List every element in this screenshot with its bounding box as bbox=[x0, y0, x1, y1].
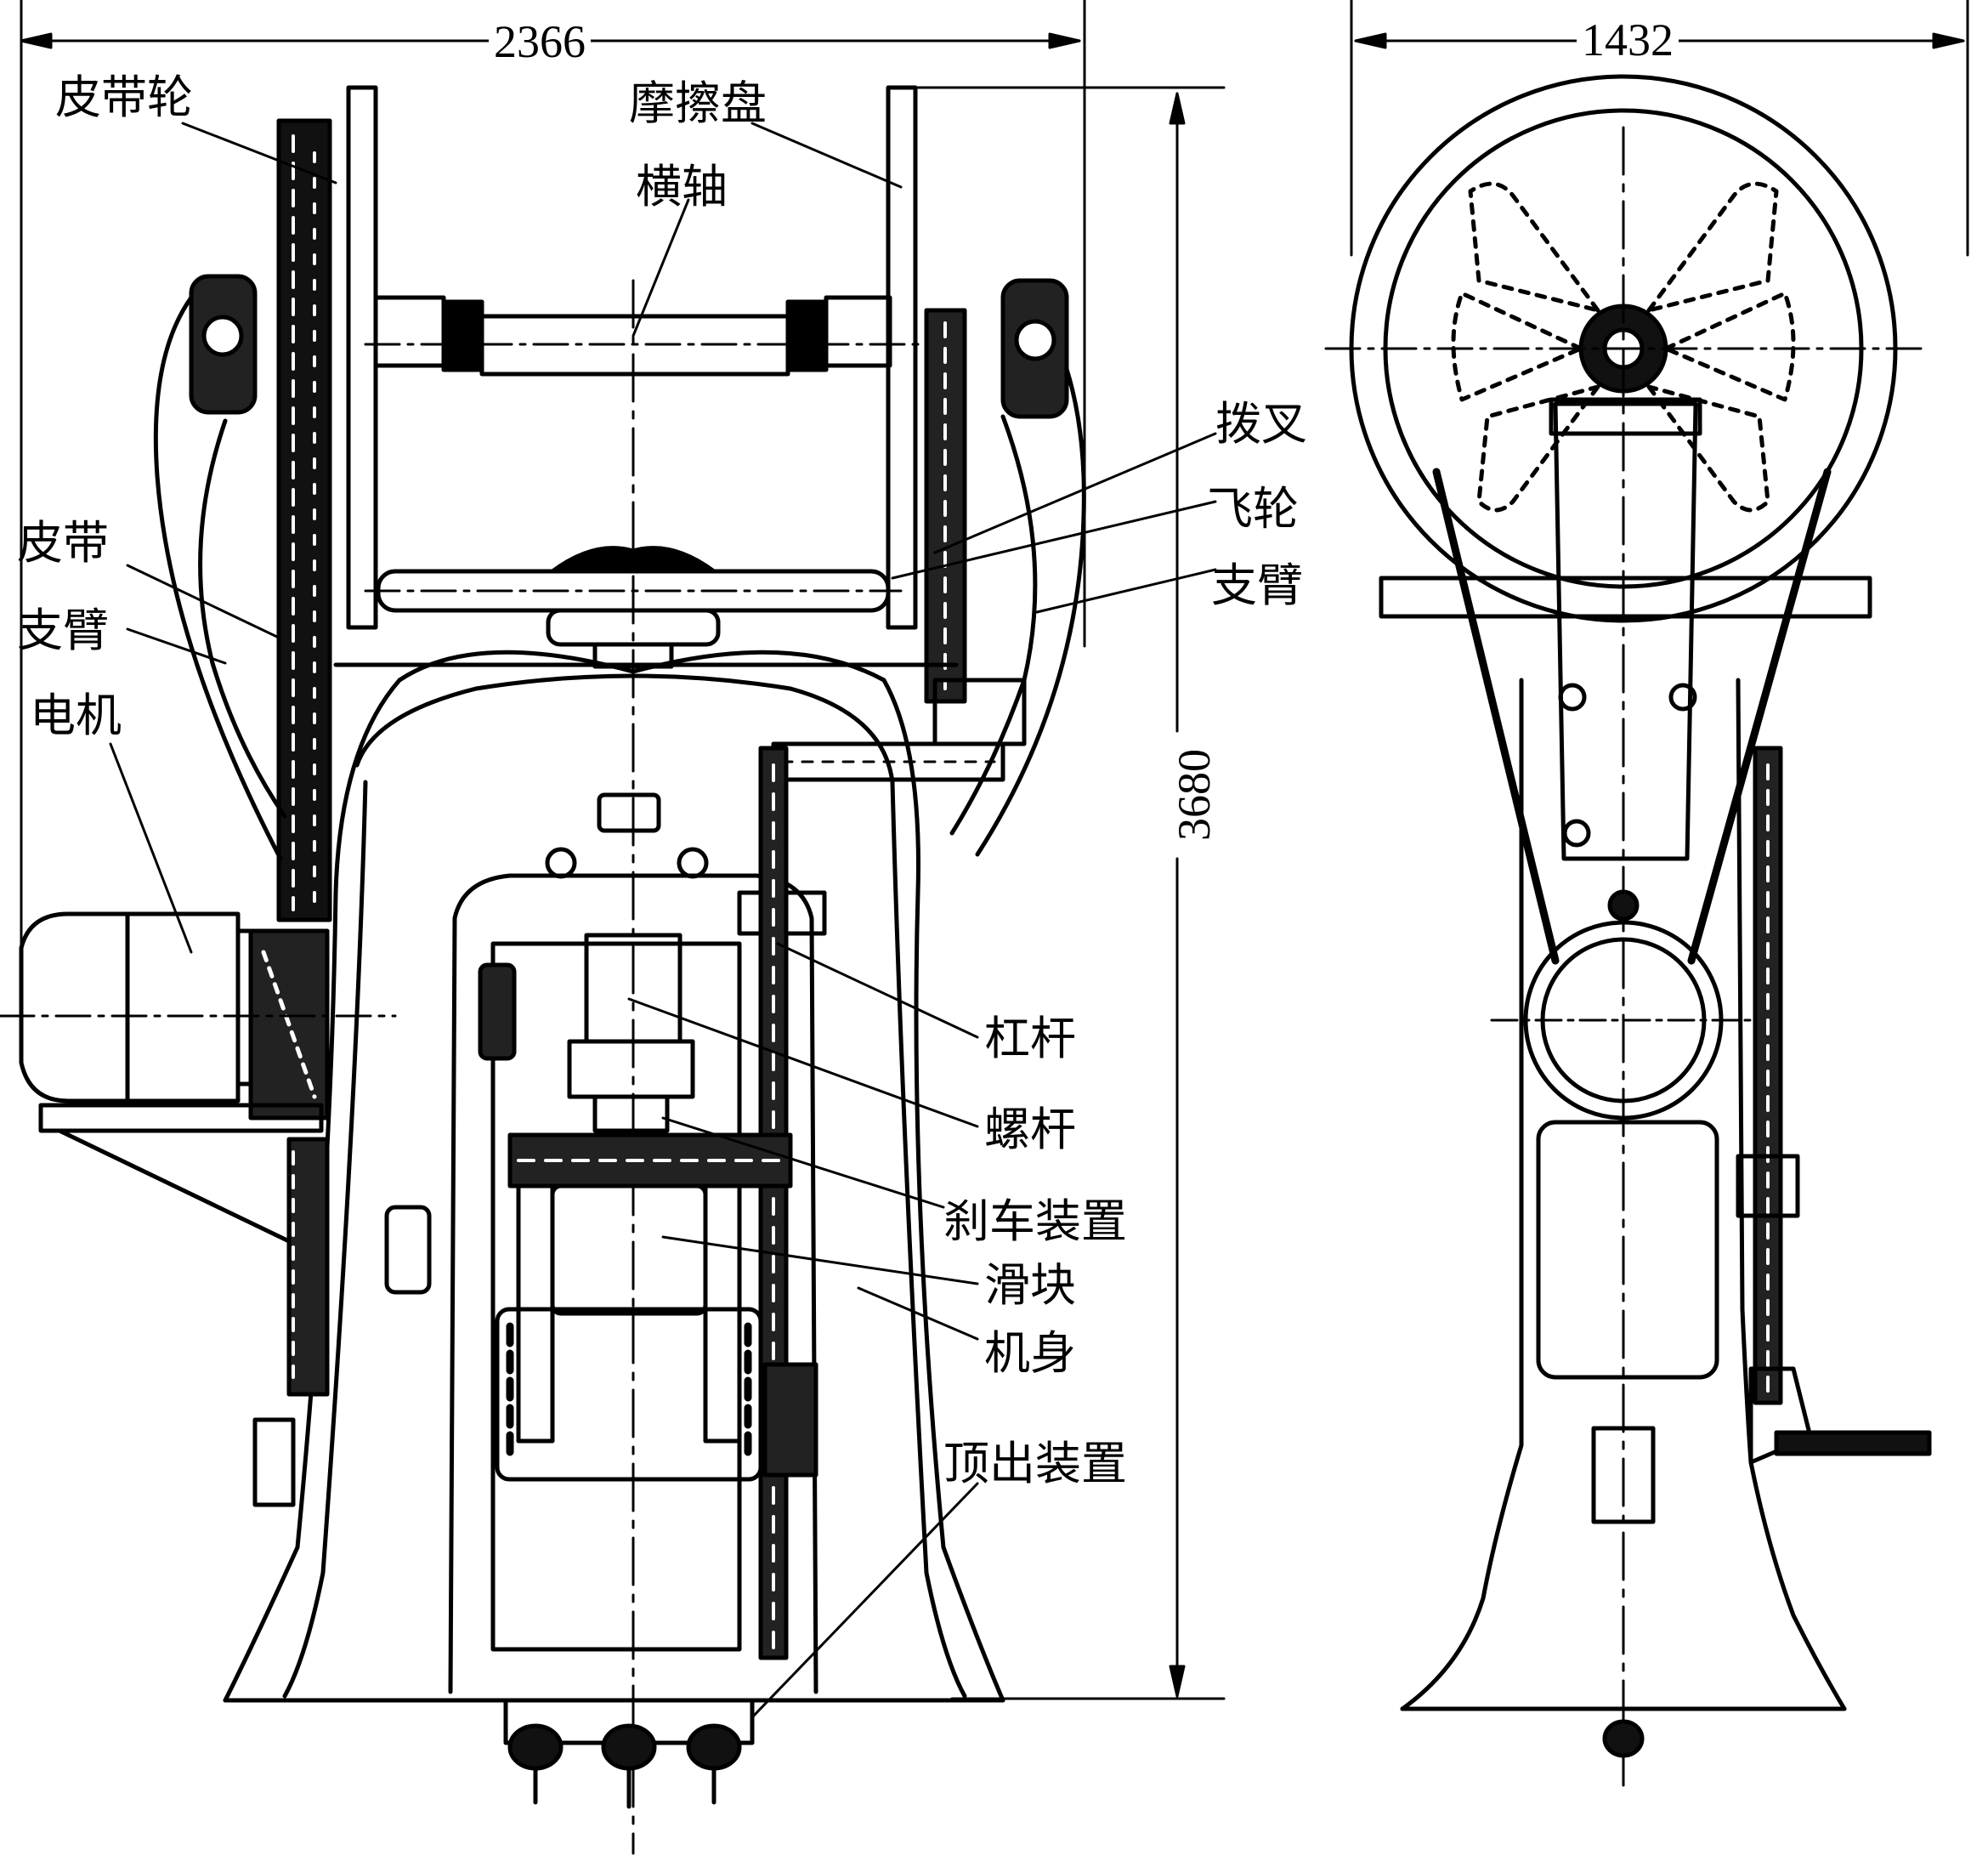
label-support-arm-right: 支臂 bbox=[1211, 559, 1303, 612]
cross-shaft bbox=[364, 295, 928, 377]
dim-line-height bbox=[908, 86, 1226, 1700]
side-belt bbox=[1432, 468, 1832, 965]
label-flywheel: 飞轮 bbox=[1207, 482, 1299, 536]
belt-pulley bbox=[276, 118, 332, 922]
side-small-pulley bbox=[1490, 920, 1757, 1121]
label-brake-device: 刹车装置 bbox=[943, 1194, 1127, 1248]
label-cross-shaft: 横轴 bbox=[636, 160, 728, 213]
machine-body-frame bbox=[223, 650, 1005, 1703]
right-support-arm bbox=[949, 278, 1086, 857]
front-view bbox=[0, 0, 1226, 1855]
label-motor: 电机 bbox=[30, 689, 122, 742]
label-support-arm-left: 支臂 bbox=[17, 604, 109, 657]
front-details bbox=[252, 792, 818, 1507]
label-ejector-device: 顶出装置 bbox=[943, 1437, 1127, 1490]
side-body bbox=[1400, 678, 1847, 1758]
label-shift-fork: 拨叉 bbox=[1215, 397, 1307, 451]
label-slider: 滑块 bbox=[984, 1258, 1076, 1312]
dim-side-width: 1432 bbox=[1577, 17, 1679, 63]
screw bbox=[567, 933, 695, 1133]
lever bbox=[737, 741, 1005, 1660]
label-belt-pulley: 皮带轮 bbox=[55, 71, 193, 124]
motor bbox=[0, 911, 397, 1244]
side-view bbox=[1324, 0, 1969, 1787]
dim-front-width: 2366 bbox=[489, 19, 591, 65]
label-screw: 螺杆 bbox=[984, 1103, 1076, 1156]
left-support-arm bbox=[153, 274, 287, 861]
slider bbox=[495, 1183, 763, 1482]
label-belt: 皮带 bbox=[17, 516, 109, 570]
ejector-device bbox=[503, 1698, 755, 1809]
dim-height: 3680 bbox=[1169, 744, 1220, 846]
side-pulley bbox=[1324, 74, 1931, 1787]
side-plate bbox=[1379, 576, 1872, 619]
side-lever bbox=[1736, 746, 1932, 1465]
brake-device bbox=[507, 1132, 793, 1189]
leader-lines bbox=[109, 122, 1217, 1719]
label-friction-disc: 摩擦盘 bbox=[629, 77, 767, 130]
label-machine-body: 机身 bbox=[984, 1326, 1076, 1380]
side-column bbox=[1549, 397, 1702, 922]
label-lever: 杠杆 bbox=[984, 1012, 1076, 1065]
